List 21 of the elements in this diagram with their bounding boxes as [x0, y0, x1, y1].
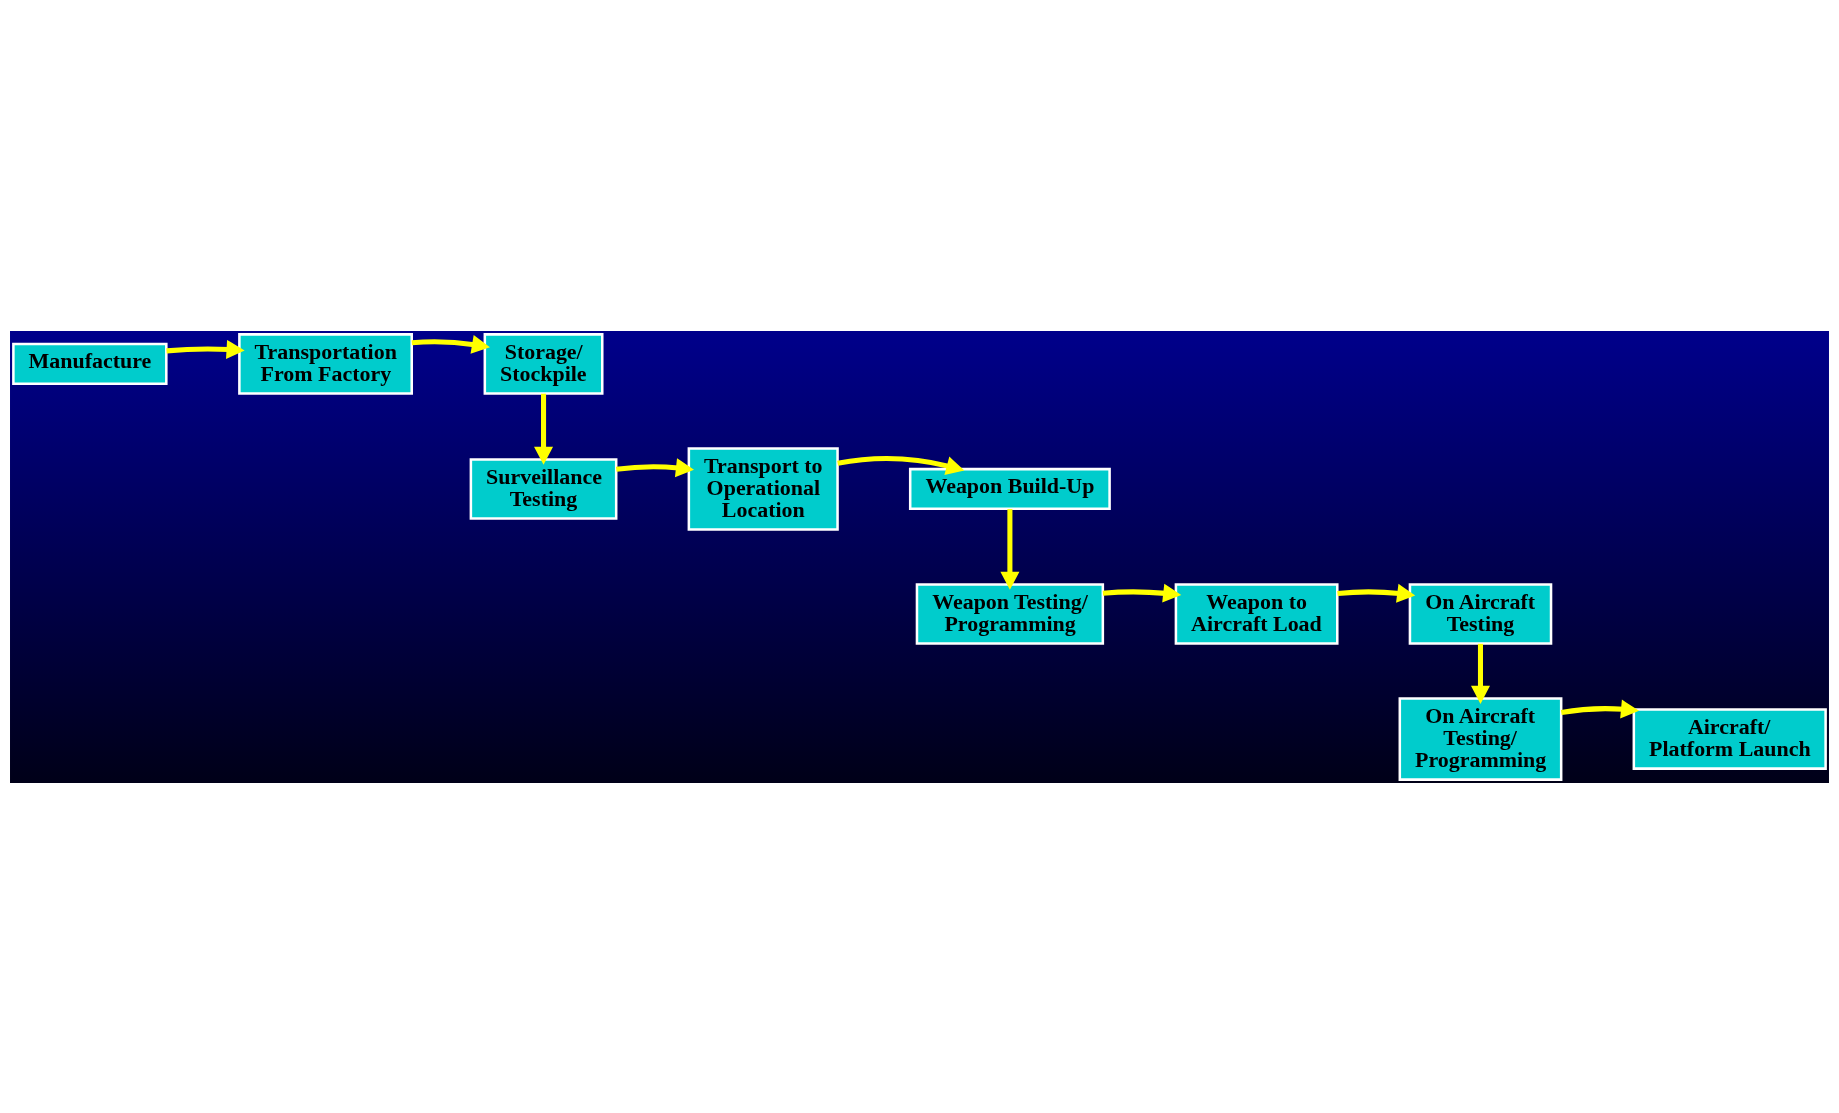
arrow [615, 457, 694, 477]
node-box: Weapon to Aircraft Load [1174, 582, 1339, 645]
node-box: Transportation From Factory [238, 332, 413, 395]
arrow [1560, 699, 1640, 719]
node-box: Manufacture [12, 342, 168, 385]
arrow [1000, 508, 1020, 590]
arrow [837, 455, 965, 475]
node-box: Weapon Testing/ Programming [915, 582, 1105, 645]
node-box: Storage/ Stockpile [483, 332, 604, 395]
node-box: On Aircraft Testing/ Programming [1398, 696, 1563, 781]
arrow [534, 393, 554, 465]
node-box: Surveillance Testing [469, 457, 618, 520]
node-box: Transport to Operational Location [687, 446, 839, 531]
node-box: Aircraft/ Platform Launch [1632, 707, 1827, 770]
arrow [1102, 583, 1182, 603]
arrow [166, 339, 245, 359]
node-box: On Aircraft Testing [1408, 582, 1553, 645]
arrow [1470, 643, 1490, 704]
arrow [411, 334, 490, 354]
arrow [1337, 583, 1416, 603]
node-box: Weapon Build-Up [908, 467, 1111, 510]
